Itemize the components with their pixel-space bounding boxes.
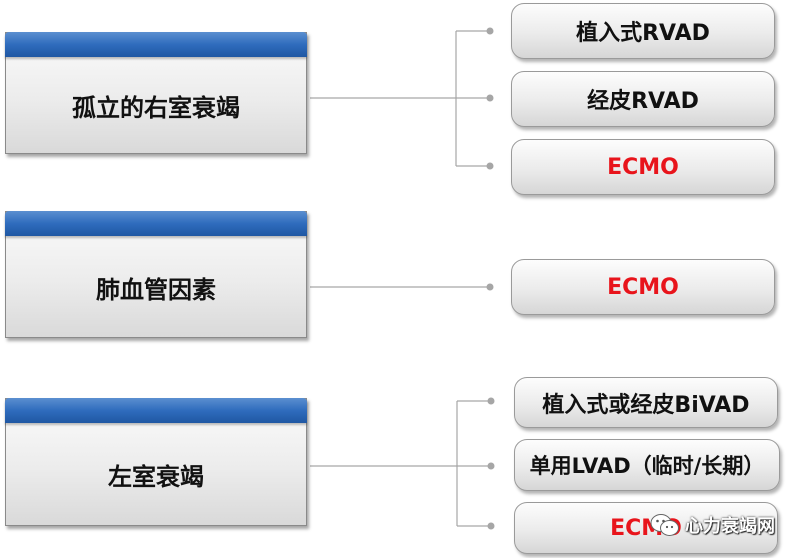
- connector-dot: [487, 397, 495, 405]
- category-box-3: 左室衰竭: [5, 398, 307, 526]
- option-box-3-2: 单用LVAD（临时/长期）: [514, 439, 780, 491]
- option-box-1-3: ECMO: [511, 139, 775, 195]
- option-box-2-1: ECMO: [511, 259, 775, 315]
- option-box-1-1: 植入式RVAD: [511, 3, 775, 59]
- connector-dot: [486, 283, 494, 291]
- category-header-bar: [5, 32, 307, 57]
- connector-dot: [486, 94, 494, 102]
- category-header-bar: [5, 398, 307, 423]
- category-label-1: 孤立的右室衰竭: [72, 94, 240, 122]
- category-box-2: 肺血管因素: [5, 211, 307, 338]
- option-box-3-1: 植入式或经皮BiVAD: [514, 377, 778, 428]
- connector-dot: [486, 27, 494, 35]
- connector-dot: [487, 522, 495, 530]
- option-box-3-3: ECMO: [514, 502, 778, 554]
- watermark-text: 心力衰竭网: [685, 516, 775, 537]
- category-label-3: 左室衰竭: [108, 463, 204, 491]
- connector-dot: [487, 462, 495, 470]
- wechat-icon: [650, 514, 679, 536]
- category-box-1: 孤立的右室衰竭: [5, 32, 307, 154]
- category-label-2: 肺血管因素: [96, 275, 216, 304]
- connector-dot: [486, 162, 494, 170]
- watermark: 心力衰竭网: [650, 510, 800, 540]
- category-header-bar: [5, 211, 307, 236]
- option-box-1-2: 经皮RVAD: [511, 71, 775, 127]
